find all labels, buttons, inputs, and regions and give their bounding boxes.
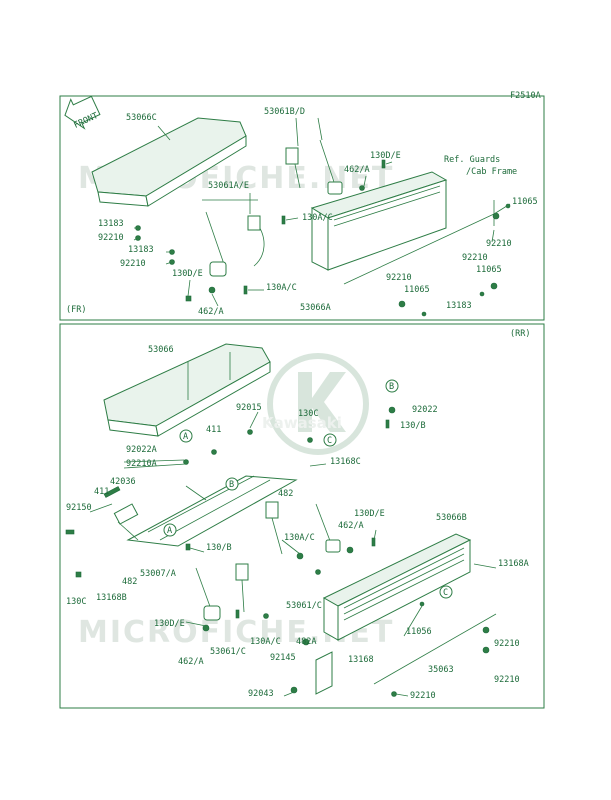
label: 130/B	[206, 543, 232, 553]
label: 11056	[406, 627, 432, 637]
label: 92210	[98, 233, 124, 243]
labels-bottom: 53066 92015 130C 92022 130/B 411 92022A …	[66, 345, 529, 701]
label: 92210A	[126, 459, 157, 469]
frame-rod-front	[343, 200, 495, 285]
label: 92015	[236, 403, 262, 413]
label: 130/B	[400, 421, 426, 431]
kawasaki-logo-icon: Kawasaki	[262, 353, 369, 455]
label: 462/A	[338, 521, 364, 531]
label: 92022	[412, 405, 438, 415]
callout-c-2: C	[443, 588, 448, 598]
reference-note-line1: Ref. Guards	[444, 155, 500, 165]
leader-lines	[89, 117, 511, 697]
frame-rod-rear	[373, 613, 497, 685]
label: 35063	[428, 665, 454, 675]
label: 92145	[270, 653, 296, 663]
label: 13168B	[96, 593, 127, 603]
label: 53066A	[300, 303, 331, 313]
seat-cushion-front	[91, 117, 247, 207]
label: 130C	[298, 409, 318, 419]
label: 92210	[462, 253, 488, 263]
reference-note-line2: /Cab Frame	[466, 167, 517, 177]
frame-front	[59, 95, 545, 321]
label: 53061B/D	[264, 107, 305, 117]
callout-a-1: A	[183, 432, 188, 442]
label: 411	[94, 487, 109, 497]
label: 482	[278, 489, 293, 499]
label: 130A/C	[266, 283, 297, 293]
callouts: A B A B C C	[163, 379, 453, 599]
front-arrow-icon: FRONT	[64, 95, 101, 131]
label: 53007/A	[140, 569, 176, 579]
labels-top: 53066C 53061B/D 462/A 130D/E 53061A/E 13…	[98, 107, 538, 317]
label: 92210	[410, 691, 436, 701]
frame-rear	[59, 323, 545, 709]
seatbelt-top-right	[285, 139, 343, 195]
label: 92210	[386, 273, 412, 283]
label: 53066B	[436, 513, 467, 523]
bracket-rear	[315, 651, 333, 695]
section-label-rear: (RR)	[510, 329, 530, 339]
label: 482	[122, 577, 137, 587]
label: 92210	[494, 639, 520, 649]
label: 11065	[512, 197, 538, 207]
label: 130C	[66, 597, 86, 607]
label: 53061A/E	[208, 181, 249, 191]
label: 53066	[148, 345, 174, 355]
label: 130A/C	[302, 213, 333, 223]
label: 130D/E	[172, 269, 203, 279]
label: 92043	[248, 689, 274, 699]
label: 13168	[348, 655, 374, 665]
label: 130A/C	[250, 637, 281, 647]
label: 92150	[66, 503, 92, 513]
label: 13168A	[498, 559, 529, 569]
label: 92210	[494, 675, 520, 685]
label: 92022A	[126, 445, 157, 455]
label: 411	[206, 425, 221, 435]
seat-cushion-rear	[103, 343, 271, 437]
label: 462/A	[198, 307, 224, 317]
label: 11065	[404, 285, 430, 295]
callout-c-1: C	[327, 436, 332, 446]
section-label-front: (FR)	[66, 305, 86, 315]
callout-b-2: B	[389, 382, 394, 392]
label: 130A/C	[284, 533, 315, 543]
label: 13183	[128, 245, 154, 255]
label: 42036	[110, 477, 136, 487]
label: 130D/E	[154, 619, 185, 629]
label: 53066C	[126, 113, 157, 123]
seatbelt-rear-right	[265, 501, 341, 555]
label: 13183	[98, 219, 124, 229]
label: 92210	[486, 239, 512, 249]
label: 462/A	[344, 165, 370, 175]
seatbelt-top-left	[202, 199, 265, 277]
callout-a-2: A	[167, 526, 172, 536]
backrest-rear	[322, 533, 472, 641]
backrest-front	[310, 171, 448, 271]
label: 53061/C	[286, 601, 322, 611]
seatbelt-rear-left	[195, 563, 249, 621]
hardware-bottom	[65, 406, 490, 697]
label: 53061/C	[210, 647, 246, 657]
label: 130D/E	[354, 509, 385, 519]
label: 130D/E	[370, 151, 401, 161]
label: 13183	[446, 301, 472, 311]
label: 13168C	[330, 457, 361, 467]
label: 11065	[476, 265, 502, 275]
label: 462/A	[178, 657, 204, 667]
kawasaki-logo-text: Kawasaki	[262, 414, 342, 432]
label: 482A	[296, 637, 316, 647]
label: 92210	[120, 259, 146, 269]
callout-b-1: B	[229, 480, 234, 490]
